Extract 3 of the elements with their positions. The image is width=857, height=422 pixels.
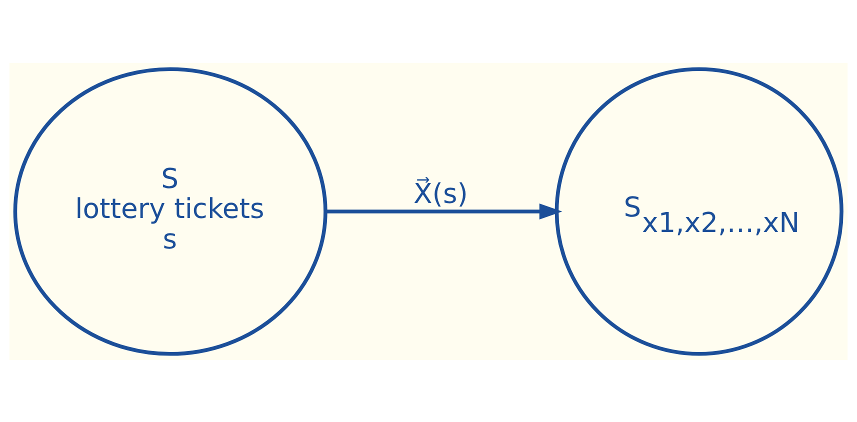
edge-label: X⃗(s) (414, 178, 468, 210)
node-circle: S lottery tickets s (13, 66, 328, 356)
arrow (325, 202, 562, 220)
